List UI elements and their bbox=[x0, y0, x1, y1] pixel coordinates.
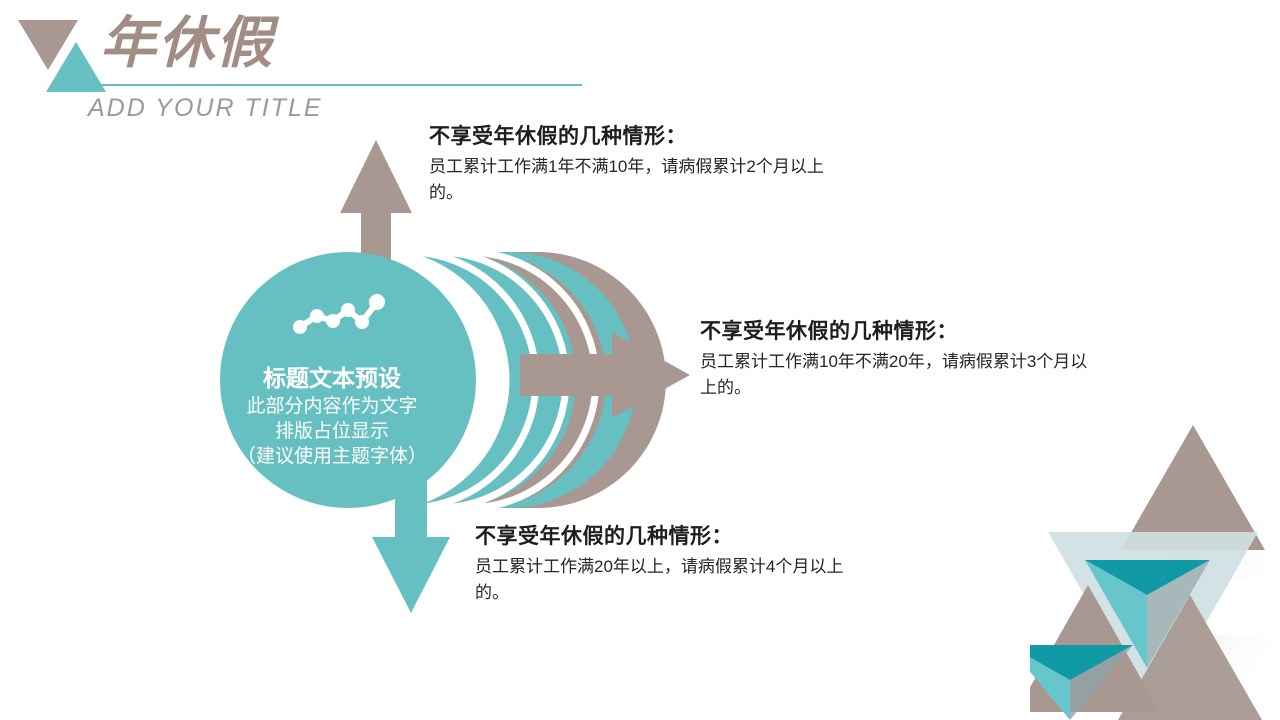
line-chart-trend-icon bbox=[293, 294, 385, 334]
center-body-line-2: 排版占位显示 bbox=[275, 420, 389, 442]
center-circle bbox=[220, 252, 476, 508]
arrow-down bbox=[372, 460, 450, 613]
callout-body: 员工累计工作满10年不满20年，请病假累计3个月以上的。 bbox=[700, 352, 1088, 398]
callout-body: 员工累计工作满20年以上，请病假累计4个月以上的。 bbox=[475, 557, 844, 603]
callout-title: 不享受年休假的几种情形： bbox=[475, 525, 733, 548]
arrow-up bbox=[340, 140, 412, 300]
callout-body: 员工累计工作满1年不满10年，请病假累计2个月以上的。 bbox=[429, 157, 824, 203]
page-title: 年休假 bbox=[100, 11, 274, 76]
crescent-ring-teal-inner bbox=[378, 252, 576, 508]
pyramid-3d-lower bbox=[1030, 645, 1133, 720]
decorative-triangles bbox=[1030, 425, 1280, 720]
triangle-taupe-top bbox=[1121, 425, 1265, 550]
triangle-taupe-bottomright bbox=[1118, 595, 1262, 720]
callout-block-1: 不享受年休假的几种情形： 员工累计工作满1年不满10年，请病假累计2个月以上的。 bbox=[429, 120, 829, 207]
callout-title: 不享受年休假的几种情形： bbox=[429, 125, 687, 148]
crescent-ring-group bbox=[378, 252, 666, 508]
page-subtitle: ADD YOUR TITLE bbox=[88, 94, 323, 122]
callout-block-2: 不享受年休假的几种情形： 员工累计工作满10年不满20年，请病假累计3个月以上的… bbox=[700, 315, 1100, 402]
pyramid-3d-upper bbox=[1085, 560, 1210, 668]
center-body-line-1: 此部分内容作为文字 bbox=[246, 395, 417, 417]
center-body-line-3: （建议使用主题字体） bbox=[237, 445, 427, 467]
callout-title: 不享受年休假的几种情形： bbox=[700, 320, 958, 343]
triangle-up-icon bbox=[46, 42, 106, 92]
center-heading: 标题文本预设 bbox=[263, 365, 401, 392]
title-divider bbox=[90, 84, 582, 86]
arrow-right bbox=[520, 332, 690, 418]
header-logo bbox=[18, 20, 128, 92]
callout-block-3: 不享受年休假的几种情形： 员工累计工作满20年以上，请病假累计4个月以上的。 bbox=[475, 520, 875, 607]
